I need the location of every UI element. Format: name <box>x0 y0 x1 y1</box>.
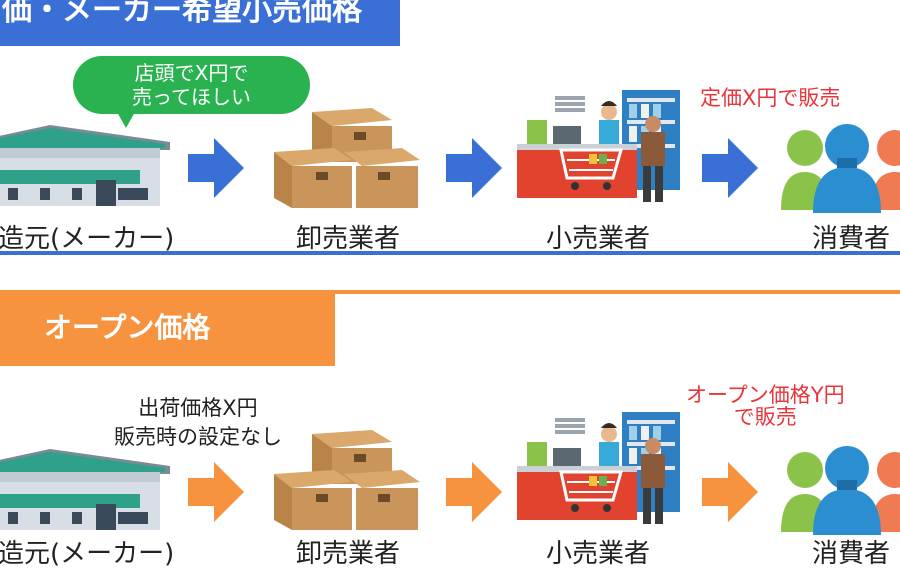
retail-fixed-price-note: 定価X円で販売 <box>700 86 841 110</box>
maker-label: 造元(メーカー) <box>0 224 175 254</box>
wholesaler-label: 卸売業者 <box>296 539 401 569</box>
factory-icon <box>0 449 170 530</box>
boxes-icon <box>274 430 420 530</box>
banner-open-price: オープン価格 <box>0 290 335 366</box>
open-price-note-line1: オープン価格Y円 <box>686 383 845 407</box>
speech-bubble-line2: 売ってほしい <box>132 85 251 109</box>
open-price-note-line2: で販売 <box>733 405 797 429</box>
arrow-right-icon <box>188 462 244 522</box>
boxes-icon <box>274 108 420 208</box>
consumer-label: 消費者 <box>812 224 891 254</box>
arrow-right-icon <box>188 138 244 198</box>
arrow-right-icon <box>446 138 502 198</box>
speech-bubble: 店頭でX円で 売ってほしい <box>73 56 310 114</box>
shipping-price-note-line1: 出荷価格X円 <box>138 396 258 420</box>
speech-bubble-tail <box>117 112 135 128</box>
maker-label: 造元(メーカー) <box>0 539 175 569</box>
banner-manufacturer-suggested-price: 価・メーカー希望小売価格 <box>0 0 400 46</box>
consumer-label: 消費者 <box>812 539 891 569</box>
people-icon <box>781 124 900 213</box>
shipping-price-note-line2: 販売時の設定なし <box>114 425 282 449</box>
factory-icon <box>0 125 170 206</box>
wholesaler-label: 卸売業者 <box>296 224 401 254</box>
retailer-label: 小売業者 <box>546 224 651 254</box>
divider-orange <box>0 290 900 294</box>
store-clerk-icon <box>517 412 680 524</box>
speech-bubble-line1: 店頭でX円で <box>134 61 249 85</box>
arrow-right-icon <box>446 462 502 522</box>
open-price-note: オープン価格Y円 で販売 <box>686 384 845 428</box>
people-icon <box>781 446 900 535</box>
arrow-right-icon <box>702 138 758 198</box>
divider-blue <box>0 251 900 255</box>
retailer-label: 小売業者 <box>546 539 651 569</box>
arrow-right-icon <box>702 462 758 522</box>
shipping-price-note: 出荷価格X円 販売時の設定なし <box>114 394 282 452</box>
store-clerk-icon <box>517 90 680 202</box>
